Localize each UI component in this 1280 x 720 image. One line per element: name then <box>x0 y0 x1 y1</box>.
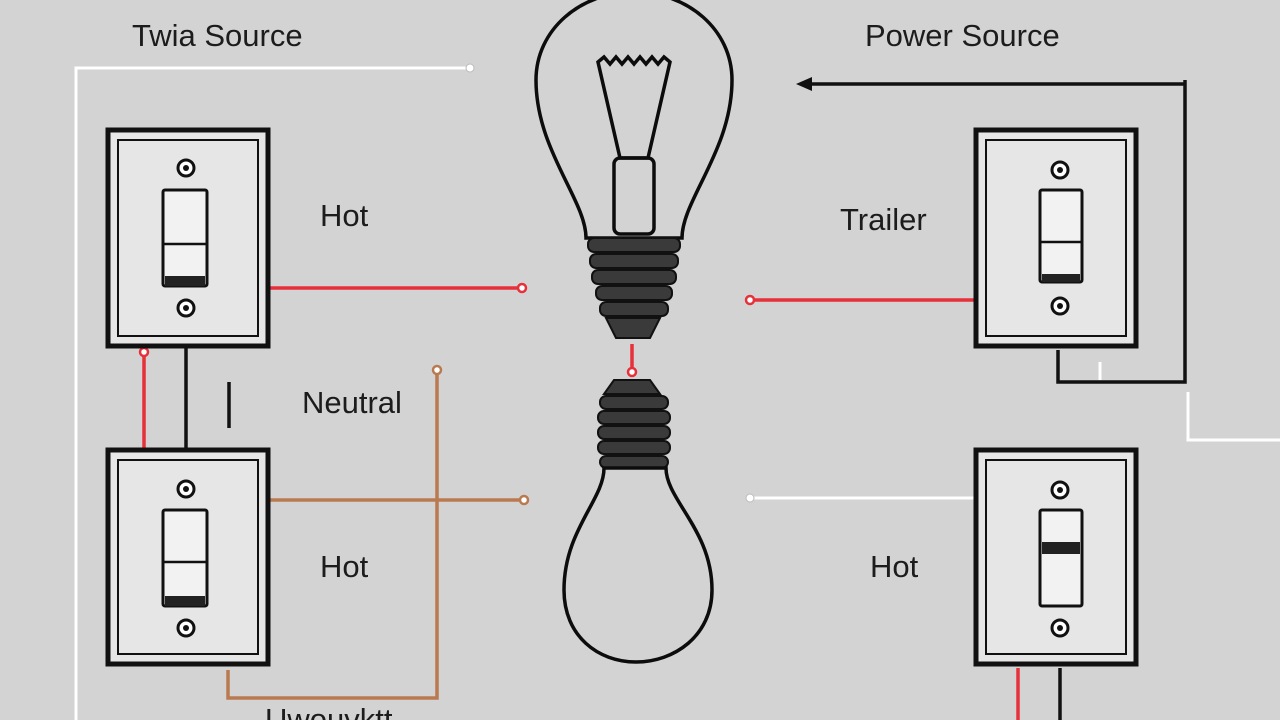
toggle-lever <box>1038 508 1084 608</box>
screw-center <box>1057 167 1063 173</box>
switch-plate-inner <box>117 459 259 655</box>
label-neutral: Neutral <box>302 385 402 420</box>
light-bulb-bottom <box>562 379 714 664</box>
bulb-contact <box>604 317 662 339</box>
terminal-dot <box>516 282 528 294</box>
switch-upper-right <box>973 127 1139 349</box>
toggle-shadow <box>1042 542 1080 554</box>
hot-terminals <box>138 282 1041 378</box>
light-bulb-top <box>534 0 734 339</box>
switch-lower-left <box>105 447 271 667</box>
toggle-lever <box>161 508 209 608</box>
terminal-dot <box>626 366 638 378</box>
bulb-thread <box>587 237 681 253</box>
bulb-filament <box>596 54 672 160</box>
arrow-head-icon <box>796 77 812 91</box>
label-trailer: Trailer <box>840 202 927 237</box>
bulb-thread <box>597 425 671 440</box>
bulb-thread <box>595 285 673 301</box>
toggle-shadow <box>1042 274 1080 282</box>
bulb-thread <box>597 440 671 455</box>
screw-center <box>1057 303 1063 309</box>
label-hot-lower-left: Hot <box>320 549 369 584</box>
hot-wires <box>142 286 1035 720</box>
screw-center <box>183 165 189 171</box>
black-wires <box>184 80 1187 720</box>
screw-center <box>183 625 189 631</box>
ground-wire-right-edge <box>1186 392 1280 442</box>
toggle-shadow <box>165 596 205 606</box>
label-twia-source: Twia Source <box>132 18 303 53</box>
toggle-lever <box>161 188 209 288</box>
toggle-shadow <box>165 276 205 286</box>
ground-terminal <box>745 493 755 503</box>
switch-plate-inner <box>985 459 1127 655</box>
bulb-thread <box>589 253 679 269</box>
label-power-source: Power Source <box>865 18 1060 53</box>
switch-upper-left <box>105 127 271 349</box>
label-hot-lower-right: Hot <box>870 549 919 584</box>
screw-center <box>183 486 189 492</box>
terminal-dot <box>431 364 443 376</box>
terminal-dot <box>744 294 756 306</box>
neutral-wire-loop <box>226 370 439 700</box>
switch-plate-inner <box>985 139 1127 337</box>
bulb-thread <box>599 395 669 410</box>
screw-center <box>1057 487 1063 493</box>
power-source-wire <box>1056 80 1187 384</box>
bulb-thread <box>599 455 669 469</box>
ground-terminal <box>465 63 475 73</box>
screw-center <box>1057 625 1063 631</box>
switch-lower-right <box>973 447 1139 667</box>
ground-wire-left <box>74 66 470 720</box>
bulb-glass <box>534 0 734 240</box>
bulb-stem <box>612 156 656 236</box>
bulb-thread <box>599 301 669 317</box>
terminal-dot <box>518 494 530 506</box>
toggle-lever <box>1038 188 1084 284</box>
switch-plate-inner <box>117 139 259 337</box>
label-hot-upper-left: Hot <box>320 198 369 233</box>
terminal-dot <box>138 346 150 358</box>
screw-center <box>183 305 189 311</box>
bulb-thread <box>591 269 677 285</box>
bulb-thread <box>597 410 671 425</box>
bulb-contact <box>602 379 662 395</box>
label-bottom-partial: Uwouvktt <box>265 702 393 720</box>
bulb-glass <box>562 466 714 664</box>
